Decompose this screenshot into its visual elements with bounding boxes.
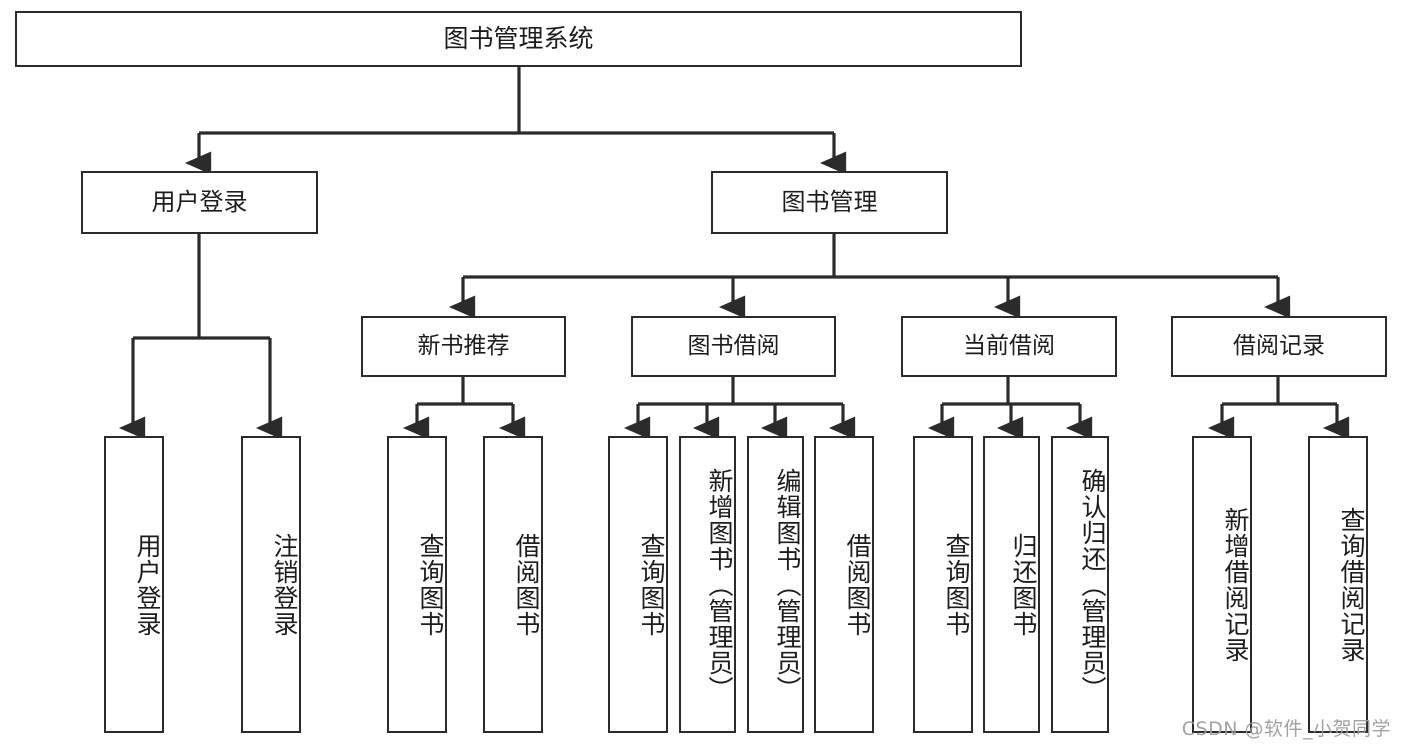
node-leaf-query-book-3[interactable]: 查询图书 <box>913 436 973 733</box>
node-new-book-recommend-label: 新书推荐 <box>417 332 510 359</box>
node-borrow-record-label: 借阅记录 <box>1233 332 1325 359</box>
node-book-manage[interactable]: 图书管理 <box>711 171 948 234</box>
node-leaf-return-book-label: 归还图书 <box>1009 532 1038 637</box>
node-current-borrow-label: 当前借阅 <box>963 332 1055 359</box>
node-leaf-query-record[interactable]: 查询借阅记录 <box>1308 436 1368 733</box>
node-leaf-query-book-2-label: 查询图书 <box>637 532 666 637</box>
node-current-borrow[interactable]: 当前借阅 <box>901 316 1117 377</box>
node-leaf-logout-label: 注销登录 <box>270 532 299 637</box>
node-leaf-confirm-return[interactable]: 确认归还（管理员） <box>1051 436 1109 733</box>
csdn-watermark: CSDN @软件_小贺同学 <box>1181 718 1391 740</box>
node-root[interactable]: 图书管理系统 <box>15 11 1022 67</box>
node-leaf-query-book-3-label: 查询图书 <box>942 532 971 637</box>
node-root-label: 图书管理系统 <box>443 24 594 54</box>
node-leaf-add-book-label: 新增图书（管理员） <box>705 467 734 702</box>
node-user-login[interactable]: 用户登录 <box>81 171 318 234</box>
node-leaf-add-book[interactable]: 新增图书（管理员） <box>679 436 736 733</box>
node-leaf-borrow-book-1-label: 借阅图书 <box>512 532 541 637</box>
node-leaf-query-book-1-label: 查询图书 <box>416 532 445 637</box>
node-leaf-borrow-book-2-label: 借阅图书 <box>843 532 872 637</box>
node-leaf-query-book-1[interactable]: 查询图书 <box>387 436 447 733</box>
node-leaf-edit-book[interactable]: 编辑图书（管理员） <box>747 436 804 733</box>
node-new-book-recommend[interactable]: 新书推荐 <box>361 316 566 377</box>
node-leaf-query-record-label: 查询借阅记录 <box>1337 506 1366 663</box>
node-book-borrow[interactable]: 图书借阅 <box>631 316 836 377</box>
node-leaf-return-book[interactable]: 归还图书 <box>983 436 1040 733</box>
node-leaf-query-book-2[interactable]: 查询图书 <box>608 436 668 733</box>
node-book-borrow-label: 图书借阅 <box>687 332 780 359</box>
node-leaf-add-record[interactable]: 新增借阅记录 <box>1192 436 1252 733</box>
node-leaf-borrow-book-1[interactable]: 借阅图书 <box>483 436 543 733</box>
node-leaf-add-record-label: 新增借阅记录 <box>1221 506 1250 663</box>
node-leaf-logout[interactable]: 注销登录 <box>241 436 301 733</box>
node-borrow-record[interactable]: 借阅记录 <box>1171 316 1387 377</box>
node-leaf-user-login-label: 用户登录 <box>133 532 162 637</box>
node-leaf-edit-book-label: 编辑图书（管理员） <box>773 467 802 702</box>
node-leaf-user-login[interactable]: 用户登录 <box>104 436 164 733</box>
node-user-login-label: 用户登录 <box>151 188 248 217</box>
node-leaf-confirm-return-label: 确认归还（管理员） <box>1078 467 1107 702</box>
node-book-manage-label: 图书管理 <box>781 188 878 217</box>
node-leaf-borrow-book-2[interactable]: 借阅图书 <box>814 436 874 733</box>
